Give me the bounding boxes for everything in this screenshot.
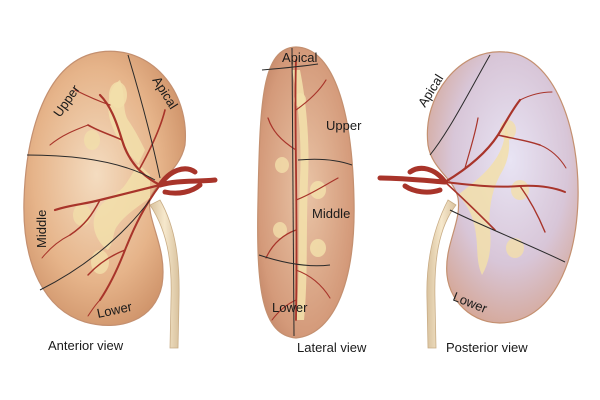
anterior-view-caption: Anterior view xyxy=(48,338,124,353)
lateral-kidney: Apical Upper Middle Lower xyxy=(257,46,362,339)
posterior-kidney: Apical Lower xyxy=(377,51,579,349)
posterior-ureter xyxy=(426,199,457,349)
posterior-view-caption: Posterior view xyxy=(446,340,528,355)
lateral-view-caption: Lateral view xyxy=(297,340,367,355)
lateral-label-middle: Middle xyxy=(312,206,350,221)
anterior-kidney-body xyxy=(23,50,186,326)
anterior-kidney: Apical Upper Middle Lower xyxy=(23,50,218,349)
posterior-segment-lines xyxy=(429,54,566,263)
posterior-renal-pelvis xyxy=(458,125,510,275)
lateral-label-upper: Upper xyxy=(326,118,362,133)
anterior-label-lower: Lower xyxy=(96,299,134,321)
anterior-ureter xyxy=(149,199,180,349)
posterior-arteries xyxy=(377,91,567,233)
lateral-segment-lines xyxy=(258,47,353,337)
anterior-segment-lines xyxy=(26,54,161,291)
anterior-label-middle: Middle xyxy=(34,210,49,248)
lateral-renal-pelvis xyxy=(292,70,309,320)
lateral-label-lower: Lower xyxy=(272,300,308,315)
lateral-label-apical: Apical xyxy=(282,50,318,65)
anterior-renal-pelvis xyxy=(93,80,150,250)
